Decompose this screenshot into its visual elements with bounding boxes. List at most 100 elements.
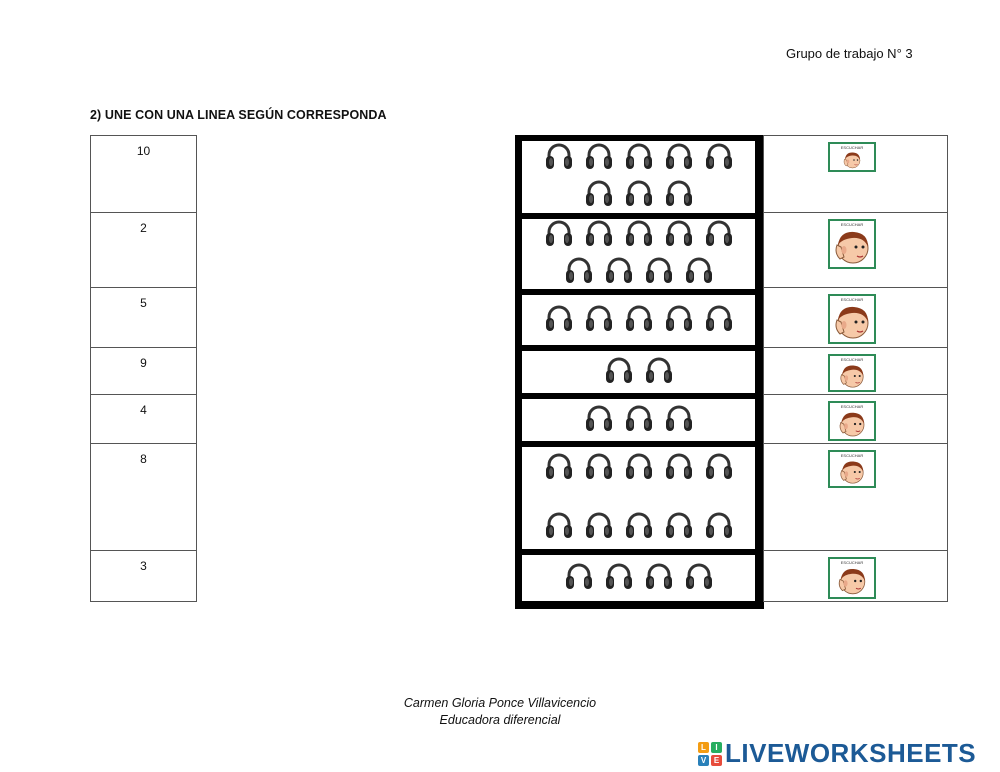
listen-cell[interactable]: ESCUCHAR	[763, 212, 948, 288]
headphones-icon	[663, 217, 695, 254]
headphone-group-cell[interactable]	[522, 351, 755, 393]
headphones-icon	[703, 509, 735, 546]
listen-card-label: ESCUCHAR	[840, 222, 864, 227]
headphones-icon	[583, 402, 615, 439]
face-icon	[830, 362, 874, 390]
logo-letter: I	[711, 741, 722, 753]
headphone-group-cell[interactable]	[522, 555, 755, 601]
headphones-icon	[603, 354, 635, 391]
numbers-table: 10 2 5 9 4 8 3	[90, 135, 197, 602]
listen-cell[interactable]: ESCUCHAR	[763, 394, 948, 444]
instruction: 2) UNE CON UNA LINEA SEGÚN CORRESPONDA	[90, 108, 387, 122]
logo-letter: V	[698, 754, 709, 766]
headphones-icon	[683, 560, 715, 597]
listen-card-label: ESCUCHAR	[840, 297, 864, 302]
headphones-icon	[703, 302, 735, 339]
number-cell[interactable]: 5	[90, 287, 197, 348]
headphones-icon	[663, 302, 695, 339]
listen-card-label: ESCUCHAR	[840, 357, 864, 362]
headphones-icon	[623, 140, 655, 177]
headphone-group-cell[interactable]	[522, 399, 755, 441]
number-cell[interactable]: 8	[90, 443, 197, 551]
headphones-icon	[583, 302, 615, 339]
number-cell[interactable]: 4	[90, 394, 197, 444]
headphones-icon	[643, 560, 675, 597]
ear-listening-icon: ESCUCHAR	[828, 450, 876, 488]
logo-letter: E	[711, 754, 722, 766]
headphones-icon	[603, 254, 635, 291]
headphones-icon	[543, 217, 575, 254]
headphones-icon	[543, 140, 575, 177]
headphones-icon	[703, 450, 735, 487]
author-name: Carmen Gloria Ponce Villavicencio	[403, 696, 597, 710]
author-role: Educadora diferencial	[439, 713, 561, 727]
headphones-icon	[563, 254, 595, 291]
ear-listening-icon: ESCUCHAR	[828, 401, 876, 441]
headphones-icon	[703, 217, 735, 254]
number-cell[interactable]: 3	[90, 550, 197, 602]
face-icon	[830, 227, 874, 267]
headphones-icon	[583, 450, 615, 487]
headphones-icon	[663, 177, 695, 214]
headphones-icon	[663, 140, 695, 177]
headphones-icon	[583, 217, 615, 254]
headphone-row	[603, 354, 675, 391]
headphones-icon	[563, 560, 595, 597]
listen-cell[interactable]: ESCUCHAR	[763, 443, 948, 551]
headphones-icon	[623, 302, 655, 339]
face-icon	[830, 565, 874, 597]
listen-card-label: ESCUCHAR	[840, 404, 864, 409]
listen-card-label: ESCUCHAR	[840, 560, 864, 565]
headphone-group-cell[interactable]	[522, 447, 755, 549]
brand-logo-grid: L I V E	[698, 741, 722, 766]
listen-card-label: ESCUCHAR	[840, 145, 864, 150]
number-cell[interactable]: 9	[90, 347, 197, 395]
headphones-icon	[543, 450, 575, 487]
headphones-icon	[663, 402, 695, 439]
listen-cell[interactable]: ESCUCHAR	[763, 550, 948, 602]
logo-letter: L	[698, 741, 709, 753]
ear-listening-icon: ESCUCHAR	[828, 557, 876, 599]
headphones-icon	[643, 254, 675, 291]
headphones-icon	[583, 509, 615, 546]
headphones-icon	[623, 509, 655, 546]
headphone-row	[543, 217, 735, 254]
headphone-row	[543, 450, 735, 487]
headphone-group-cell[interactable]	[522, 141, 755, 213]
face-icon	[830, 409, 874, 439]
footer-author: Carmen Gloria Ponce Villavicencio Educad…	[0, 695, 1000, 729]
brand-name: LIVEWORKSHEETS	[725, 738, 977, 768]
headphone-group-cell[interactable]	[522, 295, 755, 345]
number-cell[interactable]: 10	[90, 135, 197, 213]
listen-cell[interactable]: ESCUCHAR	[763, 287, 948, 348]
headphone-row	[543, 302, 735, 339]
headphones-icon	[583, 177, 615, 214]
face-icon	[830, 150, 874, 170]
brand-logo[interactable]: L I V E LIVEWORKSHEETS	[698, 738, 976, 769]
listen-table: ESCUCHAR ESCUCHAR ESCUCHAR ESCUCHAR ESCU…	[763, 135, 948, 602]
headphones-column	[515, 135, 764, 609]
headphones-icon	[703, 140, 735, 177]
headphone-row	[583, 177, 695, 214]
face-icon	[830, 458, 874, 486]
ear-listening-icon: ESCUCHAR	[828, 294, 876, 344]
headphones-icon	[603, 560, 635, 597]
listen-card-label: ESCUCHAR	[840, 453, 864, 458]
headphones-icon	[583, 140, 615, 177]
number-cell[interactable]: 2	[90, 212, 197, 288]
face-icon	[830, 302, 874, 342]
headphone-row	[543, 509, 735, 546]
headphones-icon	[623, 217, 655, 254]
headphone-row	[563, 254, 715, 291]
headphone-group-cell[interactable]	[522, 219, 755, 289]
headphone-row	[583, 402, 695, 439]
ear-listening-icon: ESCUCHAR	[828, 219, 876, 269]
headphones-icon	[663, 450, 695, 487]
listen-cell[interactable]: ESCUCHAR	[763, 135, 948, 213]
ear-listening-icon: ESCUCHAR	[828, 142, 876, 172]
ear-listening-icon: ESCUCHAR	[828, 354, 876, 392]
listen-cell[interactable]: ESCUCHAR	[763, 347, 948, 395]
headphone-row	[563, 560, 715, 597]
group-label: Grupo de trabajo N° 3	[786, 46, 913, 61]
headphones-icon	[543, 302, 575, 339]
